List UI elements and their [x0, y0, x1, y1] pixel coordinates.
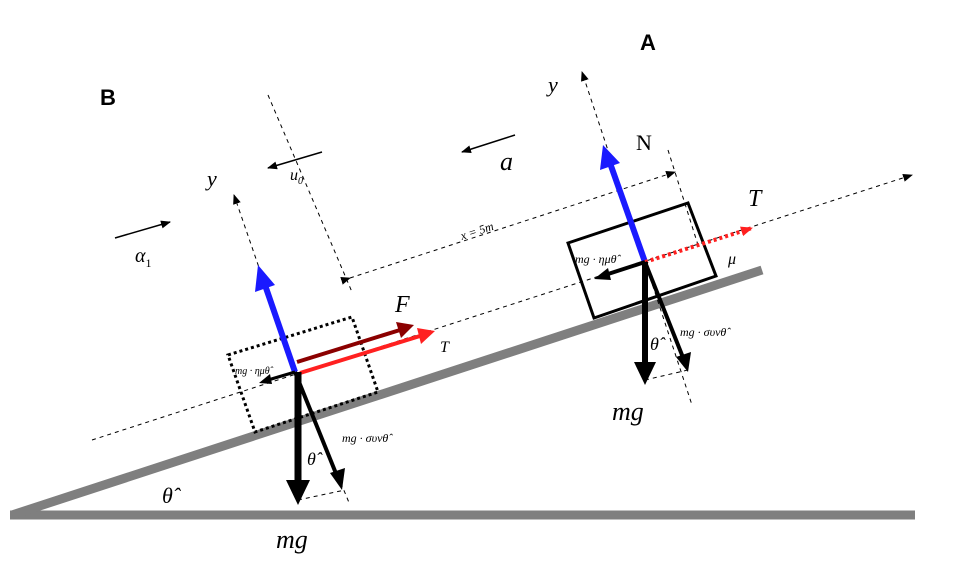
weight-arrowhead-a [634, 362, 656, 385]
block-a: y N T mg · ημθ̂ μ mg · συνθ̂ θ̂ mg [546, 71, 763, 426]
weight-label-b: mg [276, 525, 308, 554]
force-label-b: F [394, 292, 410, 318]
normal-arrowhead-b [255, 265, 275, 292]
perp-comp-label-b: mg · συνθ̂ [342, 431, 393, 445]
parallel-comp-head-b [259, 374, 272, 384]
weight-label-a: mg [612, 397, 644, 426]
incline-angle-label: θ̂ [162, 483, 182, 508]
perp-comp-head-a [676, 352, 691, 372]
parallel-comp-label-a: mg · ημθ̂ [575, 252, 622, 266]
normal-label-a: N [636, 130, 652, 155]
block-b-box [226, 315, 380, 434]
point-b-label: B [100, 85, 116, 110]
theta-label-a: θ̂ [650, 334, 666, 354]
tension-arrowhead-b [417, 328, 435, 344]
weight-arrowhead-b [286, 480, 310, 505]
weight-ext-b [297, 489, 346, 501]
parallel-comp-b [267, 370, 296, 382]
parallel-comp-label-b: mg · ημθ̂ [235, 366, 274, 377]
block-b: y F T mg · ημθ̂ mg · συνθ̂ θ̂ mg [205, 166, 450, 554]
distance-ext-a [667, 149, 699, 246]
u0-arrow [267, 151, 323, 170]
tension-arrow-b [299, 334, 421, 375]
tension-label-a: T [748, 186, 763, 212]
parallel-comp-a [604, 260, 646, 277]
block-a-box [566, 201, 718, 320]
distance-label: x = 5m [458, 219, 496, 243]
y-label-a: y [546, 72, 558, 97]
mu-label-a: μ [727, 251, 736, 268]
u0-label: u0 [290, 167, 303, 187]
normal-arrowhead-a [600, 145, 620, 170]
incline-surface [10, 265, 764, 520]
distance-ext-b [267, 94, 353, 293]
theta-label-b: θ̂ [307, 449, 323, 469]
force-arrow-b [296, 328, 401, 364]
normal-arrow-a [607, 162, 648, 263]
point-a-label: A [640, 30, 656, 55]
perp-comp-head-b [330, 468, 345, 490]
tension-label-b: T [440, 339, 450, 356]
perp-comp-a [643, 261, 686, 361]
alpha-label: α1 [135, 245, 152, 270]
alpha-arrow [114, 220, 171, 239]
accel-label: a [500, 147, 513, 176]
accel-arrow [461, 134, 516, 154]
distance-arrow [340, 170, 676, 285]
motion-axis [91, 173, 913, 441]
parallel-comp-head-a [594, 268, 611, 280]
normal-arrow-b [262, 284, 298, 373]
perp-comp-b [293, 371, 339, 477]
force-arrowhead-b [396, 322, 414, 338]
y-label-b: y [205, 166, 217, 191]
tension-arrow-a [644, 226, 753, 264]
perp-comp-label-a: mg · συνθ̂ [680, 325, 731, 339]
